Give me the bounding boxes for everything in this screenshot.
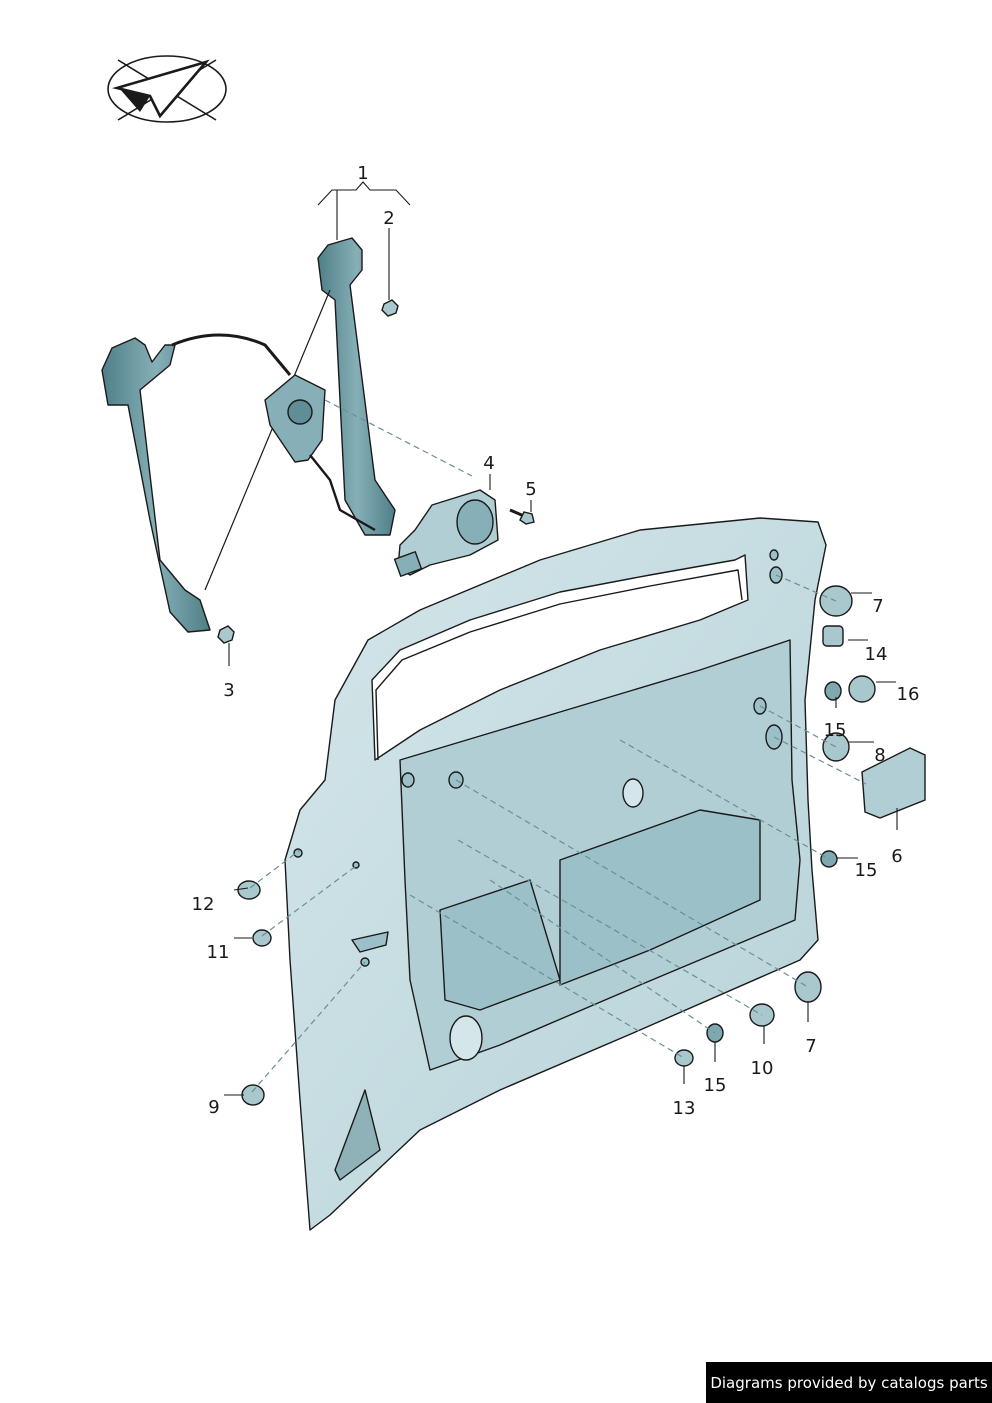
callout-14: 14 <box>864 644 888 665</box>
callout-4: 4 <box>483 453 495 474</box>
callout-8: 8 <box>874 745 886 766</box>
leader-lines <box>224 181 898 1096</box>
callout-15: 15 <box>823 720 847 741</box>
callout-5: 5 <box>525 479 537 500</box>
callout-3: 3 <box>223 680 235 701</box>
window-regulator <box>101 237 396 633</box>
callout-15: 15 <box>703 1075 727 1096</box>
callout-7: 7 <box>805 1036 817 1057</box>
callout-10: 10 <box>750 1058 774 1079</box>
callout-9: 9 <box>208 1097 220 1118</box>
assembly-lines <box>249 399 867 1093</box>
callout-2: 2 <box>383 208 395 229</box>
callout-1: 1 <box>357 163 369 184</box>
credit-banner: Diagrams provided by catalogs parts <box>706 1362 992 1403</box>
callout-7: 7 <box>872 596 884 617</box>
callout-12: 12 <box>191 894 215 915</box>
callout-11: 11 <box>206 942 230 963</box>
door-panel <box>284 517 827 1231</box>
callout-15: 15 <box>854 860 878 881</box>
callout-16: 16 <box>896 684 920 705</box>
window-motor <box>393 489 499 577</box>
callout-6: 6 <box>891 846 903 867</box>
callout-13: 13 <box>672 1098 696 1119</box>
paper-plane-check-icon <box>107 55 227 123</box>
